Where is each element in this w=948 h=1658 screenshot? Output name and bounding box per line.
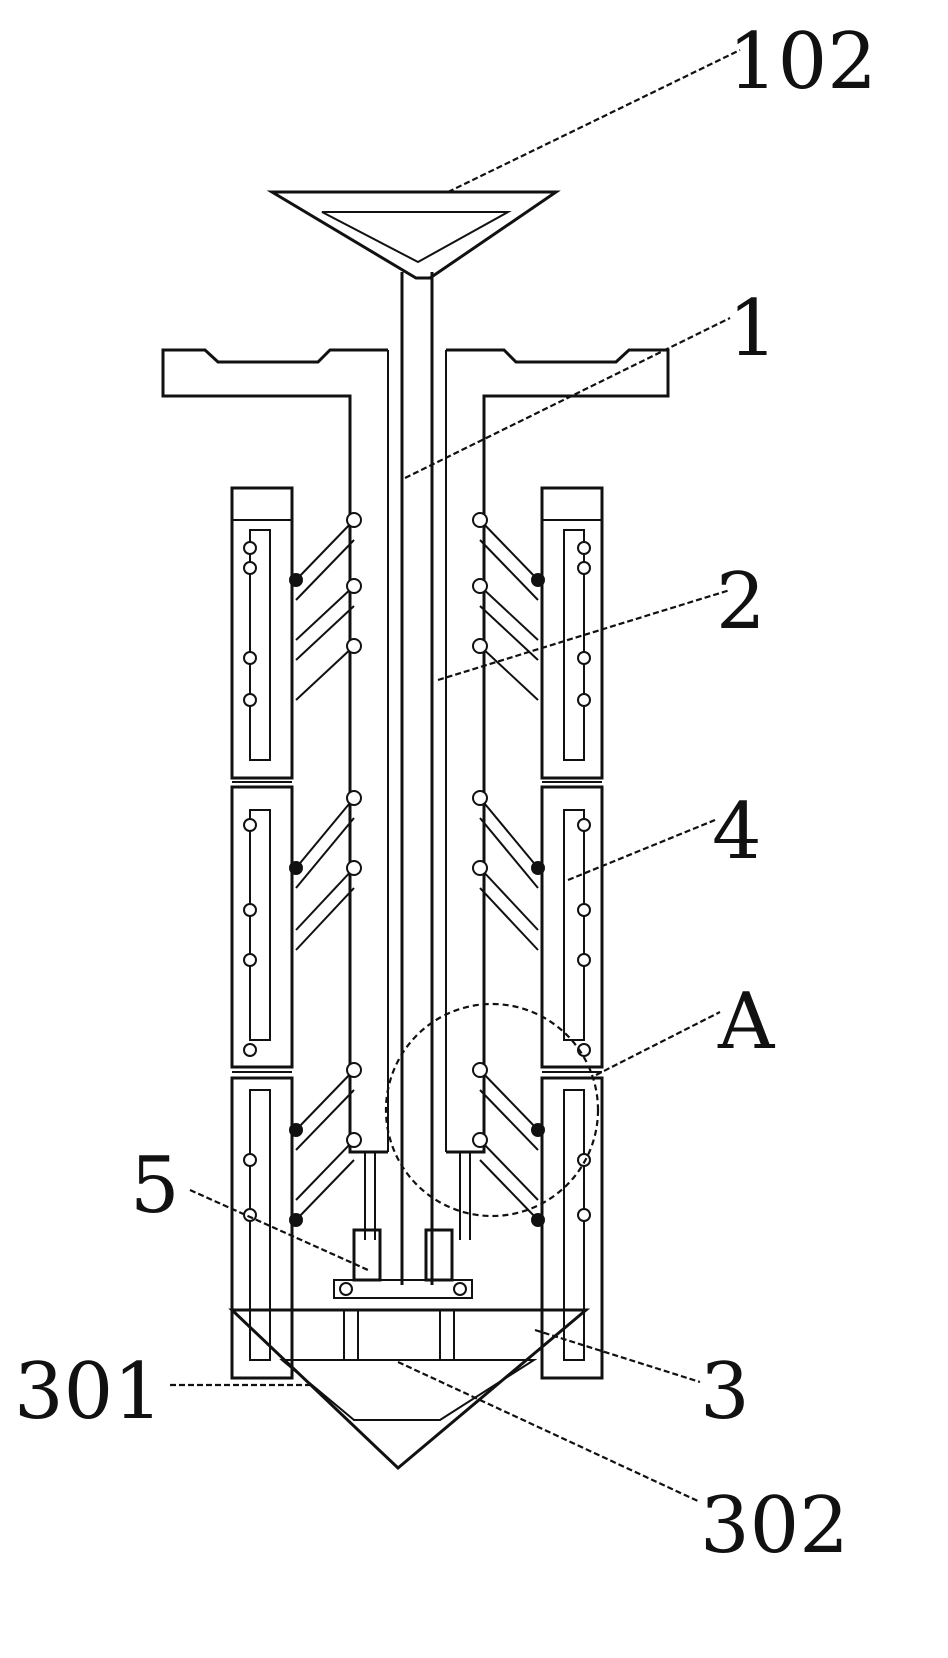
detail-circle-A: [384, 1002, 600, 1218]
label-1: 1: [728, 284, 778, 374]
label-5: 5: [130, 1141, 180, 1231]
label-3: 3: [700, 1347, 750, 1437]
left-linkages: [289, 512, 362, 1227]
label-301: 301: [14, 1347, 163, 1437]
funnel-102: [266, 190, 561, 280]
central-pipe-1: [400, 272, 434, 1285]
label-102: 102: [728, 17, 877, 107]
left-plates: [230, 486, 294, 1380]
label-2: 2: [716, 557, 766, 647]
right-plates: [540, 486, 604, 1380]
handle-crossbar: [161, 348, 670, 1240]
label-302: 302: [700, 1481, 849, 1571]
leader-lines: [170, 49, 741, 1503]
label-4: 4: [712, 787, 762, 877]
plate-pins: [243, 541, 591, 1222]
right-linkages: [472, 512, 545, 1227]
callout-labels: 102 1 2 4 A 5 3 301 302: [14, 17, 877, 1571]
actuators-5: [333, 1228, 473, 1299]
cone-3: [228, 1308, 591, 1471]
label-A: A: [717, 977, 776, 1067]
